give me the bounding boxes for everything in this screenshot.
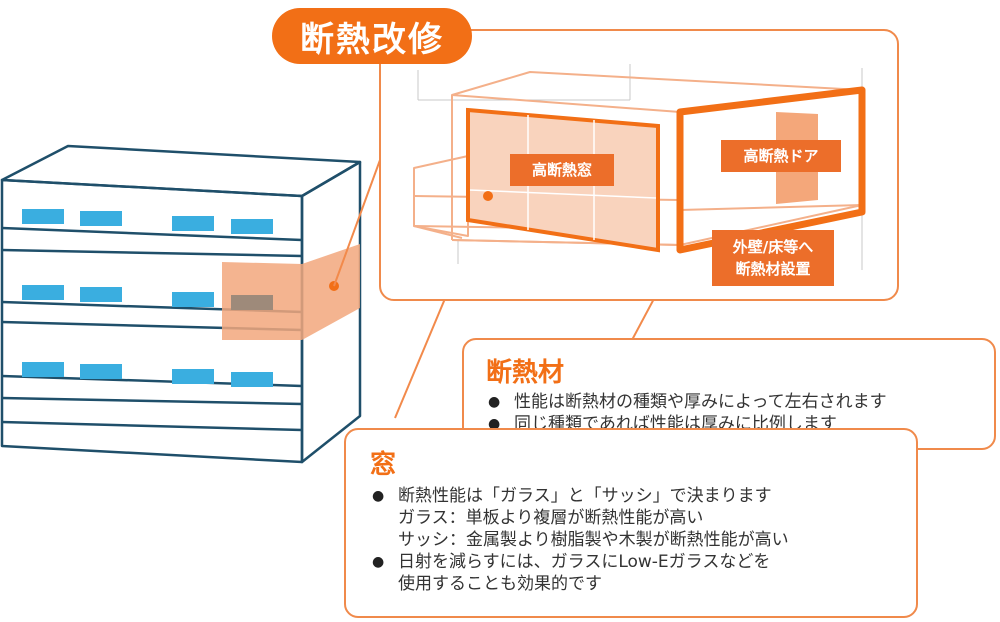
list-item: 日射を減らすには、ガラスにLow-Eガラスなどを 使用することも効果的です <box>370 551 898 595</box>
window-list: 断熱性能は「ガラス」と「サッシ」で決まります ガラス：単板より複層が断熱性能が高… <box>370 485 898 595</box>
highlighted-unit <box>222 244 360 340</box>
building <box>0 144 362 464</box>
page-title: 断熱改修 <box>272 8 472 64</box>
window-item2-line1: 日射を減らすには、ガラスにLow-Eガラスなどを <box>398 552 771 572</box>
wall-tag: 外壁/床等へ 断熱材設置 <box>712 230 834 286</box>
list-item: 断熱性能は「ガラス」と「サッシ」で決まります ガラス：単板より複層が断熱性能が高… <box>370 485 898 551</box>
window-tag-label: 高断熱窓 <box>531 161 592 179</box>
insulation-heading: 断熱材 <box>486 358 565 388</box>
window-heading: 窓 <box>370 450 397 480</box>
wall-tag-line1: 外壁/床等へ <box>732 238 814 256</box>
door-tag: 高断熱ドア <box>721 140 841 172</box>
window-item2-line2: 使用することも効果的です <box>398 574 602 594</box>
window-item1-line2: ガラス：単板より複層が断熱性能が高い <box>398 508 704 528</box>
window-item1-line3: サッシ：金属製より樹脂製や木製が断熱性能が高い <box>398 530 789 550</box>
list-item: 性能は断熱材の種類や厚みによって左右されます <box>486 391 976 413</box>
window-item1-line1: 断熱性能は「ガラス」と「サッシ」で決まります <box>398 486 772 506</box>
window-tag: 高断熱窓 <box>510 154 614 186</box>
wall-tag-line2: 断熱材設置 <box>735 260 811 278</box>
door-tag-label: 高断熱ドア <box>743 147 819 165</box>
window-info-box: 窓 断熱性能は「ガラス」と「サッシ」で決まります ガラス：単板より複層が断熱性能… <box>344 428 918 618</box>
